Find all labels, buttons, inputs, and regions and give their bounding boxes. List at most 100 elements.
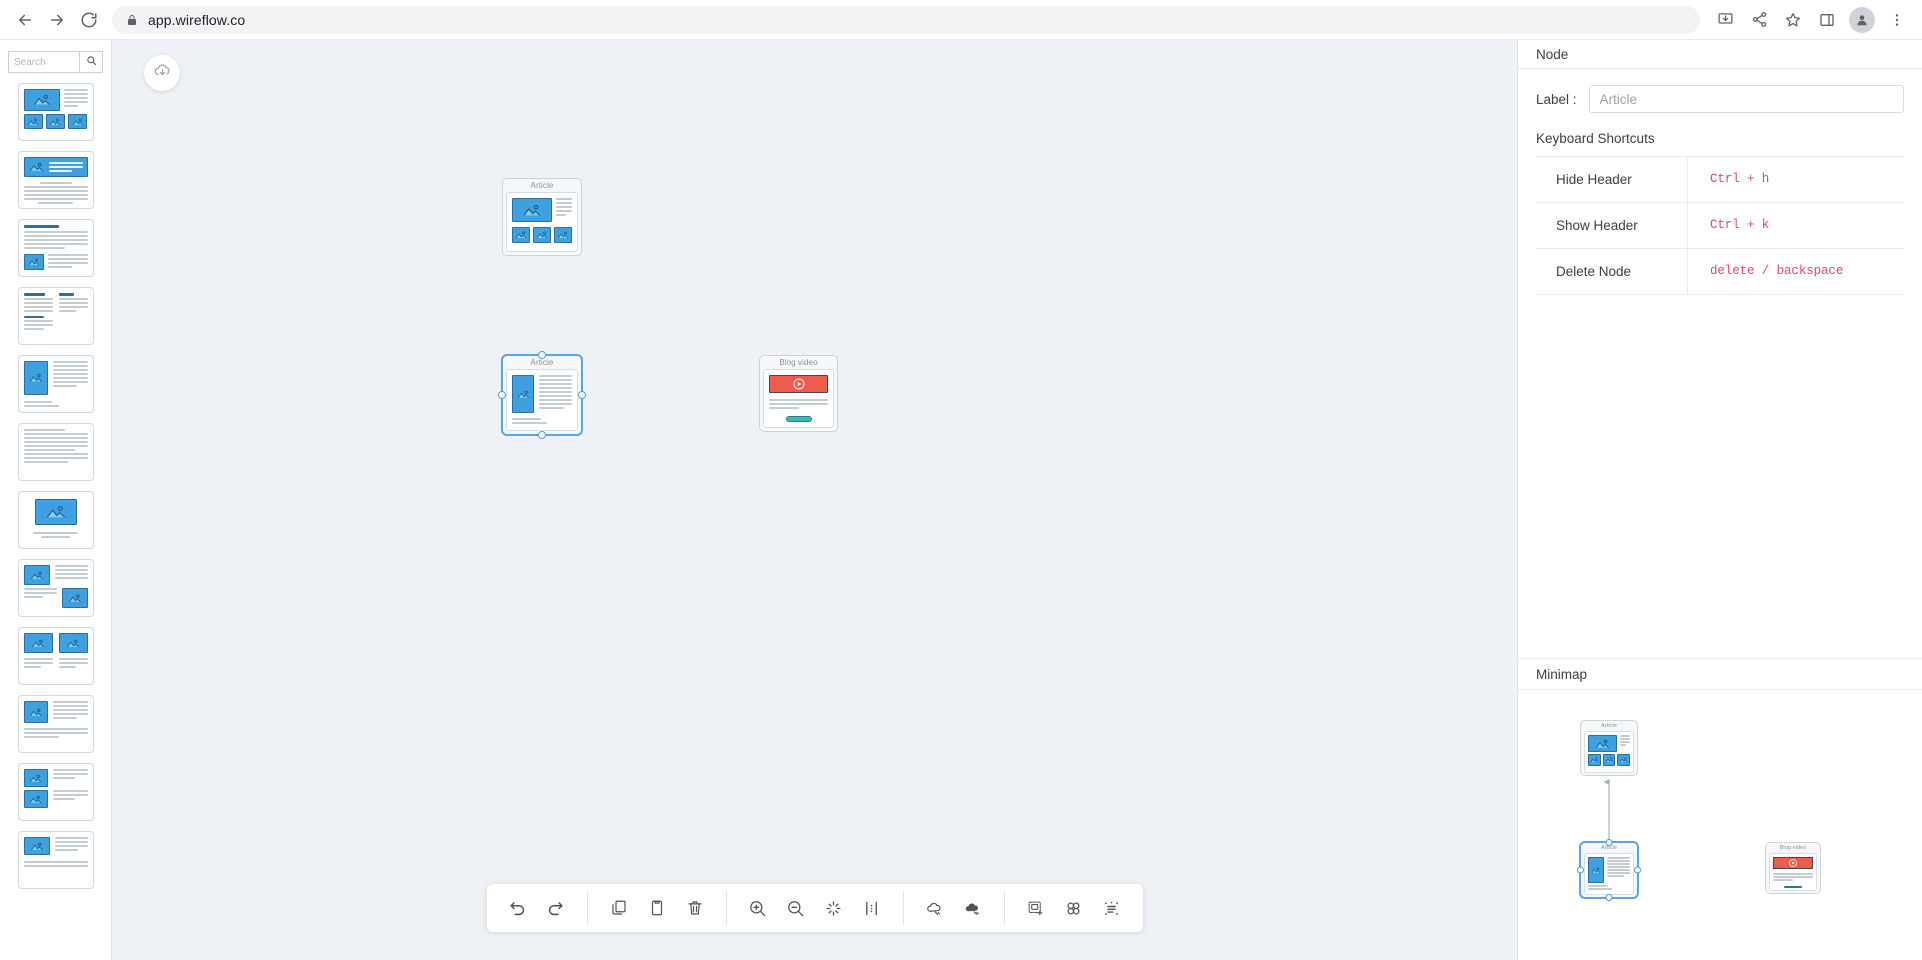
save-cloud-icon <box>925 899 944 918</box>
back-button[interactable] <box>10 5 40 35</box>
video-player <box>1773 857 1813 869</box>
grid-layout-button[interactable] <box>1057 891 1091 925</box>
shortcut-keys: Ctrl + h <box>1710 172 1770 186</box>
reload-button[interactable] <box>74 5 104 35</box>
shortcut-keys: Ctrl + k <box>1710 218 1770 232</box>
node-label-input[interactable] <box>1588 85 1904 113</box>
load-from-cloud-button[interactable] <box>956 891 990 925</box>
toolbar-divider <box>902 891 904 925</box>
video-player <box>769 375 828 393</box>
template-card[interactable] <box>17 219 94 277</box>
inspector-title: Node <box>1518 40 1922 69</box>
auto-layout-button[interactable] <box>1095 891 1129 925</box>
template-card[interactable] <box>17 559 94 617</box>
add-frame-icon <box>1026 899 1045 918</box>
search-input[interactable] <box>8 51 79 73</box>
minimap-edge-layer <box>1603 779 1610 840</box>
fit-view-button[interactable] <box>817 891 851 925</box>
template-card[interactable] <box>17 151 94 209</box>
undo-icon <box>508 899 527 918</box>
template-card[interactable] <box>17 831 94 889</box>
template-list[interactable] <box>0 79 111 960</box>
minimap-node-article-selected[interactable]: Article <box>1577 839 1641 901</box>
load-cloud-icon <box>963 899 982 918</box>
node-title: Article <box>1601 845 1617 851</box>
shortcuts-table: Hide Header Ctrl + h Show Header Ctrl + … <box>1536 156 1904 295</box>
lock-icon <box>126 14 138 26</box>
right-panel: Node Label : Keyboard Shortcuts Hide Hea… <box>1517 40 1922 960</box>
forward-button[interactable] <box>42 5 72 35</box>
zoom-out-button[interactable] <box>779 891 813 925</box>
search-row <box>8 51 103 73</box>
template-sidebar <box>0 40 112 960</box>
more-menu-icon[interactable] <box>1882 5 1912 35</box>
toggle-interactivity-button[interactable] <box>855 891 889 925</box>
template-card[interactable] <box>17 423 94 481</box>
node-body <box>763 369 834 428</box>
node-title: Article <box>530 358 554 367</box>
label-caption: Label : <box>1536 91 1577 107</box>
node-handle-top[interactable] <box>1605 839 1613 846</box>
delete-button[interactable] <box>678 891 712 925</box>
toolbar-divider <box>1003 891 1005 925</box>
node-handle-top[interactable] <box>538 351 546 359</box>
paste-button[interactable] <box>640 891 674 925</box>
profile-avatar[interactable] <box>1849 6 1875 33</box>
template-card[interactable] <box>17 491 94 549</box>
add-node-button[interactable] <box>1019 891 1053 925</box>
canvas-toolbar <box>486 884 1143 932</box>
toolbar-divider <box>586 891 588 925</box>
template-card[interactable] <box>17 627 94 685</box>
copy-button[interactable] <box>602 891 636 925</box>
shortcuts-heading: Keyboard Shortcuts <box>1536 131 1655 146</box>
template-card[interactable] <box>17 83 94 141</box>
template-card[interactable] <box>17 355 94 413</box>
cloud-download-button[interactable] <box>144 55 180 91</box>
save-to-cloud-button[interactable] <box>918 891 952 925</box>
shortcut-name: Show Header <box>1536 203 1688 248</box>
install-app-icon[interactable] <box>1710 5 1740 35</box>
copy-icon <box>610 899 628 917</box>
flow-node-article-selected[interactable]: Article <box>498 351 586 439</box>
zoom-out-icon <box>786 899 805 918</box>
shortcut-row: Show Header Ctrl + k <box>1536 203 1904 249</box>
node-handle-right[interactable] <box>1634 866 1641 874</box>
play-icon <box>1789 859 1797 867</box>
flow-canvas[interactable]: Article Article <box>112 40 1517 960</box>
cta-button <box>785 416 812 422</box>
template-card[interactable] <box>17 695 94 753</box>
browser-toolbar: app.wireflow.co <box>0 0 1922 40</box>
lock-rail-icon <box>862 899 881 918</box>
minimap-node-blog-video[interactable]: Blog video <box>1765 842 1821 894</box>
minimap[interactable]: Article Article <box>1518 690 1922 960</box>
node-handle-bottom[interactable] <box>1605 894 1613 901</box>
template-card[interactable] <box>17 763 94 821</box>
address-bar[interactable]: app.wireflow.co <box>112 5 1700 34</box>
flow-node-blog-video[interactable]: Blog video <box>759 355 838 432</box>
search-icon <box>86 53 97 71</box>
node-title: Article <box>1601 723 1617 729</box>
node-title: Blog video <box>779 358 818 367</box>
shortcut-row: Delete Node delete / backspace <box>1536 249 1904 295</box>
node-handle-right[interactable] <box>578 391 586 399</box>
side-panel-icon[interactable] <box>1812 5 1842 35</box>
template-card[interactable] <box>17 287 94 345</box>
redo-button[interactable] <box>539 891 573 925</box>
bookmark-star-icon[interactable] <box>1778 5 1808 35</box>
play-icon <box>793 378 804 390</box>
search-button[interactable] <box>79 51 103 73</box>
node-inspector: Label : Keyboard Shortcuts Hide Header C… <box>1518 69 1922 658</box>
node-body <box>506 369 578 431</box>
share-icon[interactable] <box>1744 5 1774 35</box>
fit-view-icon <box>824 899 843 918</box>
node-handle-left[interactable] <box>498 391 506 399</box>
flow-node-article-top[interactable]: Article <box>502 178 582 256</box>
shortcut-keys: delete / backspace <box>1710 264 1844 278</box>
node-handle-bottom[interactable] <box>538 431 546 439</box>
node-title: Article <box>530 181 554 190</box>
undo-button[interactable] <box>501 891 535 925</box>
paste-icon <box>648 899 666 917</box>
node-handle-left[interactable] <box>1577 866 1584 874</box>
zoom-in-button[interactable] <box>741 891 775 925</box>
minimap-node-article-top[interactable]: Article <box>1580 720 1638 776</box>
